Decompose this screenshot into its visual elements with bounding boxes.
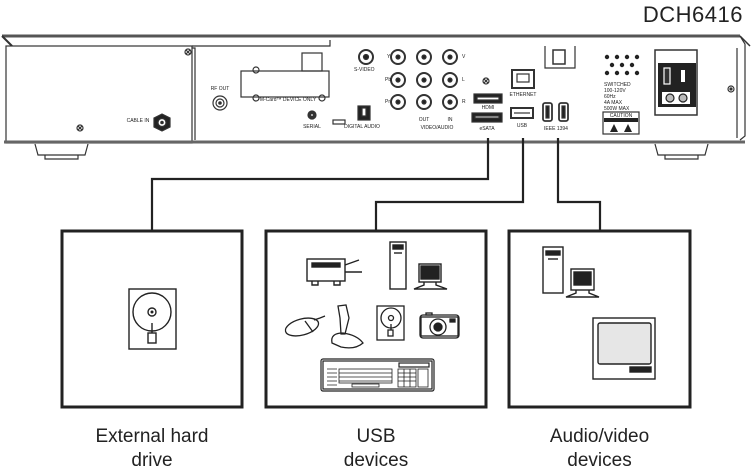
vent-holes bbox=[604, 54, 640, 76]
joystick-icon bbox=[331, 304, 364, 349]
caption-line: Audio/video bbox=[549, 426, 650, 447]
svg-text:V: V bbox=[462, 54, 466, 60]
caption-line: USB bbox=[356, 426, 396, 447]
svg-text:IN: IN bbox=[448, 117, 453, 123]
svg-text:Pr: Pr bbox=[385, 99, 390, 105]
svg-text:IEEE 1394: IEEE 1394 bbox=[544, 126, 568, 132]
hard-drive-icon bbox=[376, 305, 405, 341]
svg-text:L: L bbox=[462, 77, 465, 83]
caption-line: devices bbox=[567, 450, 632, 471]
caption-line: External hard bbox=[95, 426, 209, 447]
cable-in-port-icon bbox=[153, 113, 171, 132]
svg-text:RF OUT: RF OUT bbox=[211, 86, 230, 92]
esata-port-icon bbox=[471, 112, 503, 123]
usb-devices-caption: USB devices bbox=[266, 425, 486, 473]
audio-video-devices-caption: Audio/video devices bbox=[509, 425, 690, 473]
mcard-slot bbox=[240, 52, 330, 102]
caution-label bbox=[602, 111, 640, 135]
svg-text:OUT: OUT bbox=[419, 117, 430, 123]
svg-text:CAUTION: CAUTION bbox=[610, 113, 633, 119]
digital-audio-port-icon bbox=[357, 105, 371, 121]
external-hard-drive-box bbox=[60, 229, 244, 409]
caption-line: drive bbox=[131, 450, 173, 471]
svg-text:R: R bbox=[462, 99, 466, 105]
svg-text:500W MAX: 500W MAX bbox=[604, 106, 630, 112]
svg-text:Pb: Pb bbox=[385, 77, 391, 83]
rca-jacks bbox=[390, 49, 458, 110]
svg-text:Y: Y bbox=[387, 54, 391, 60]
svg-text:DIGITAL AUDIO: DIGITAL AUDIO bbox=[344, 124, 380, 130]
usb-devices-box bbox=[264, 229, 488, 409]
power-outlet-icon bbox=[654, 49, 698, 116]
model-number: DCH6416 bbox=[642, 2, 743, 27]
svg-text:VIDEO/AUDIO: VIDEO/AUDIO bbox=[421, 125, 454, 131]
svg-text:USB: USB bbox=[517, 123, 528, 129]
computer-tower-icon bbox=[542, 246, 564, 294]
serial-port-icon bbox=[307, 110, 317, 120]
usb-port-icon bbox=[510, 107, 534, 119]
rf-out-port-icon bbox=[212, 95, 228, 111]
audio-video-devices-box bbox=[507, 229, 692, 409]
usb-connection-line bbox=[374, 138, 525, 230]
svg-text:S-VIDEO: S-VIDEO bbox=[354, 67, 375, 73]
screw-icon bbox=[76, 124, 84, 132]
keyboard-icon bbox=[320, 358, 435, 392]
caption-line: devices bbox=[343, 450, 409, 471]
external-hard-drive-caption: External hard drive bbox=[62, 425, 242, 473]
svg-text:ETHERNET: ETHERNET bbox=[510, 92, 537, 98]
esata-connection-line bbox=[150, 138, 490, 230]
hdmi-port-icon bbox=[473, 93, 503, 104]
mouse-icon bbox=[284, 315, 326, 337]
svg-text:M-Card™ DEVICE ONLY: M-Card™ DEVICE ONLY bbox=[260, 97, 317, 103]
ieee1394-connection-line bbox=[556, 138, 602, 230]
svg-text:SWITCHED: SWITCHED bbox=[604, 82, 631, 88]
television-icon bbox=[592, 317, 656, 380]
svg-text:4A MAX: 4A MAX bbox=[604, 100, 623, 106]
printer-icon bbox=[306, 258, 362, 286]
svg-text:HDMI: HDMI bbox=[482, 105, 495, 111]
monitor-icon bbox=[565, 268, 600, 298]
svg-text:CABLE IN: CABLE IN bbox=[127, 118, 150, 124]
ieee1394-port-icon bbox=[542, 102, 569, 122]
screw-icon bbox=[184, 48, 192, 56]
connection-lines bbox=[150, 138, 602, 230]
camera-icon bbox=[419, 312, 460, 339]
ethernet-port-icon bbox=[511, 69, 535, 89]
monitor-icon bbox=[413, 263, 448, 290]
svg-text:100-120V: 100-120V bbox=[604, 88, 626, 94]
svg-text:SERIAL: SERIAL bbox=[303, 124, 321, 130]
set-top-box: CABLE IN RF OUT M-Card™ DEVICE ONLY SERI… bbox=[1, 34, 751, 160]
computer-tower-icon bbox=[389, 241, 407, 290]
hard-drive-icon bbox=[128, 288, 177, 350]
svg-text:60Hz: 60Hz bbox=[604, 94, 616, 100]
svg-text:eSATA: eSATA bbox=[479, 126, 495, 132]
svideo-port-icon bbox=[358, 49, 374, 65]
